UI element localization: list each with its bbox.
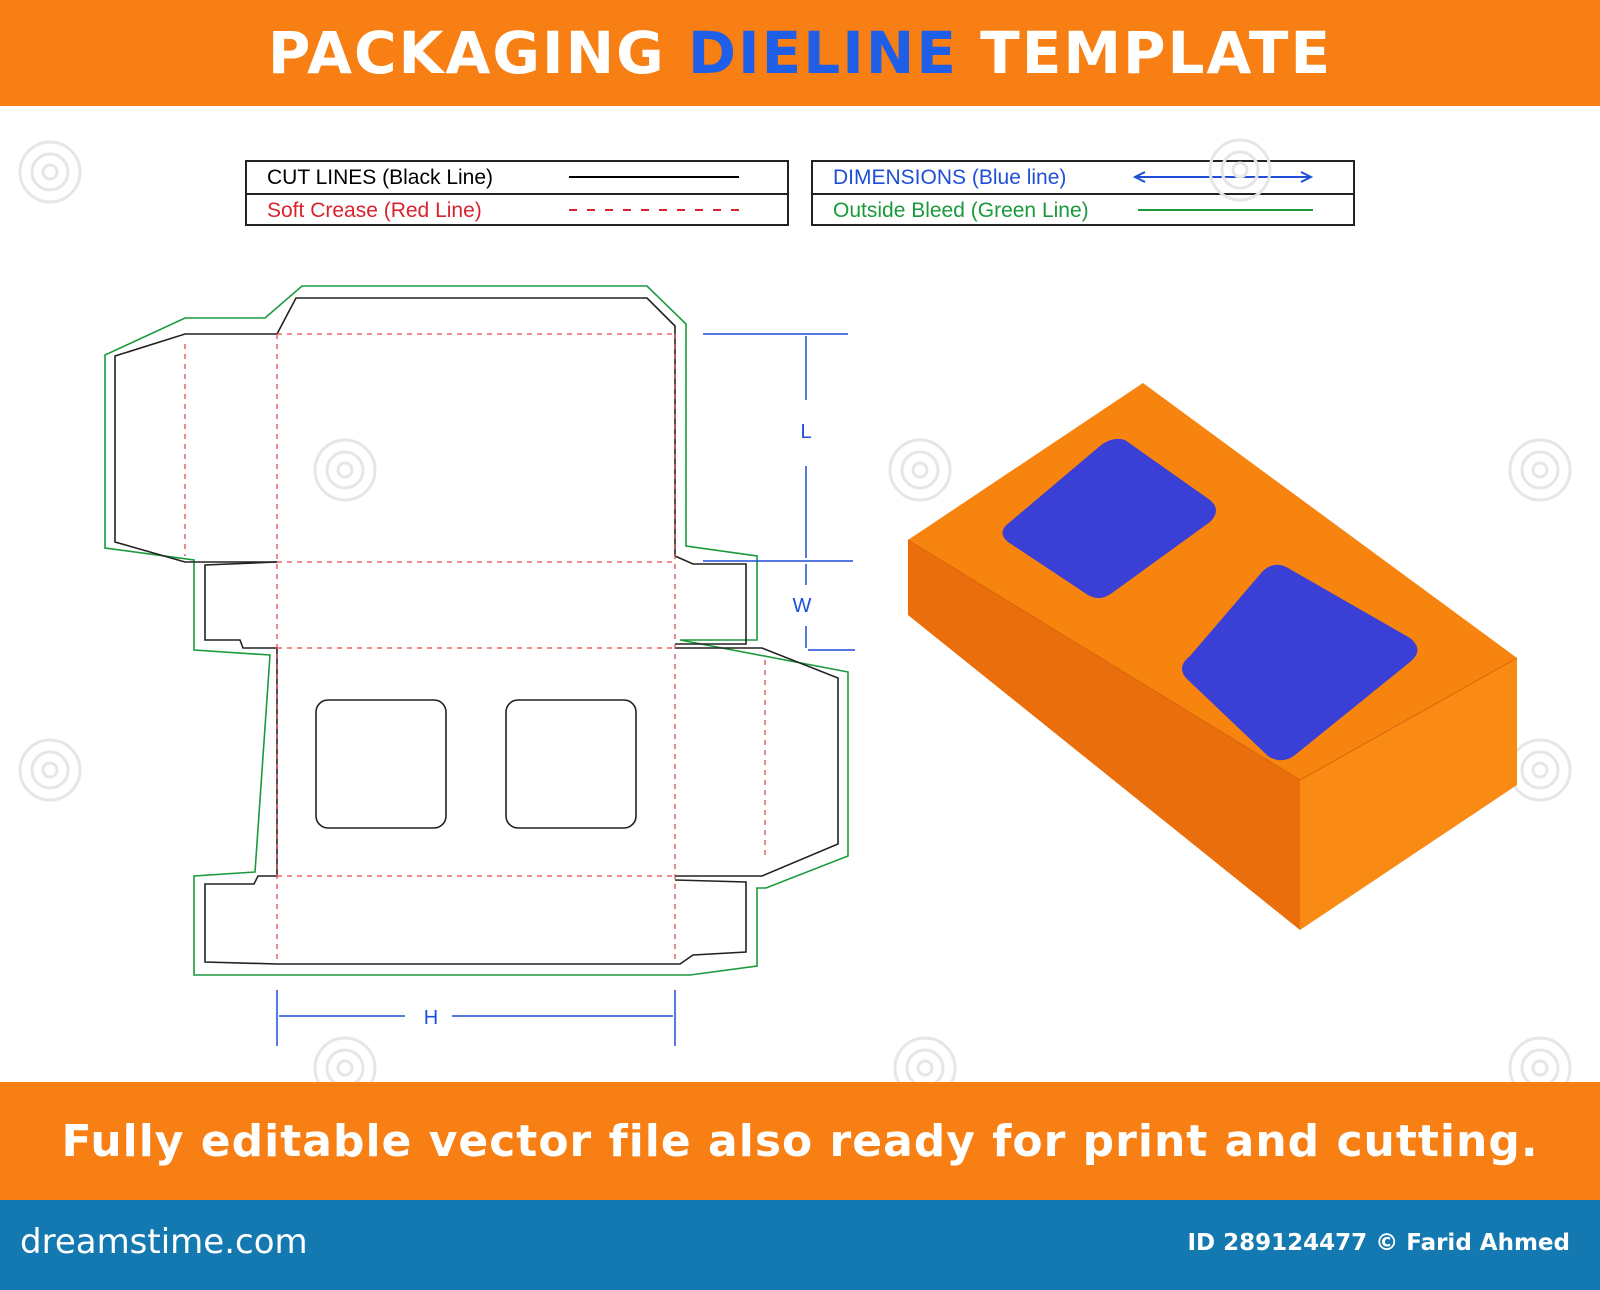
dimension-label-height: H [424, 1007, 438, 1029]
window-cutout-right [505, 699, 637, 829]
footer-bar: dreamstime.com ID 289124477 © Farid Ahme… [0, 1200, 1600, 1290]
legend-row-crease: Soft Crease (Red Line) [247, 193, 787, 226]
bottom-left-tab-cut [204, 875, 278, 965]
image-credit: ID 289124477 © Farid Ahmed [1187, 1230, 1571, 1256]
box-right-face [1300, 658, 1517, 930]
dimension-label-length: L [800, 421, 811, 443]
left-dust-flap-cut [114, 333, 277, 563]
cut-lines [114, 297, 839, 965]
tagline-banner: Fully editable vector file also ready fo… [0, 1082, 1600, 1200]
legend-box-right: DIMENSIONS (Blue line) Outside Bleed (Gr… [811, 160, 1355, 226]
box-window-left [1002, 438, 1216, 599]
page-title: PACKAGING DIELINE TEMPLATE [268, 19, 1332, 87]
dimension-lines [276, 333, 855, 1046]
title-accent: DIELINE [687, 19, 958, 87]
watermark-swirls [18, 138, 1572, 1082]
brand-logo-text[interactable]: dreamstime.com [20, 1222, 308, 1262]
bottom-right-tab-cut [277, 879, 747, 965]
legend-label-outside-bleed: Outside Bleed (Green Line) [833, 198, 1089, 222]
title-part-2: TEMPLATE [957, 19, 1333, 87]
box-mockup-3d [907, 383, 1518, 930]
legend-row-cut: CUT LINES (Black Line) [247, 162, 787, 193]
dieline-diagram: L W H [18, 138, 1572, 1082]
legend-label-dimensions: DIMENSIONS (Blue line) [833, 165, 1067, 189]
outside-bleed-outline [104, 285, 849, 976]
legend-box-left: CUT LINES (Black Line) Soft Crease (Red … [245, 160, 789, 226]
window-cutout-left [315, 699, 447, 829]
right-side-tab-cut [674, 555, 747, 645]
right-dust-flap-cut [675, 647, 839, 877]
bleed-line-sample [1138, 209, 1313, 211]
legend-row-bleed: Outside Bleed (Green Line) [813, 193, 1353, 226]
cut-line-sample [569, 176, 739, 178]
dimension-label-width: W [793, 595, 812, 617]
left-side-tab-cut [204, 561, 278, 649]
box-front-face [908, 540, 1300, 930]
legend-row-dimensions: DIMENSIONS (Blue line) [813, 162, 1353, 193]
tagline-text: Fully editable vector file also ready fo… [61, 1115, 1539, 1167]
top-lid-panel-cut [276, 297, 676, 556]
legend-label-soft-crease: Soft Crease (Red Line) [267, 198, 482, 222]
title-part-1: PACKAGING [267, 19, 688, 87]
legend-label-cut-lines: CUT LINES (Black Line) [267, 165, 494, 189]
box-window-right [1181, 564, 1418, 761]
header-banner: PACKAGING DIELINE TEMPLATE [0, 0, 1600, 106]
soft-crease-lines [184, 333, 766, 964]
